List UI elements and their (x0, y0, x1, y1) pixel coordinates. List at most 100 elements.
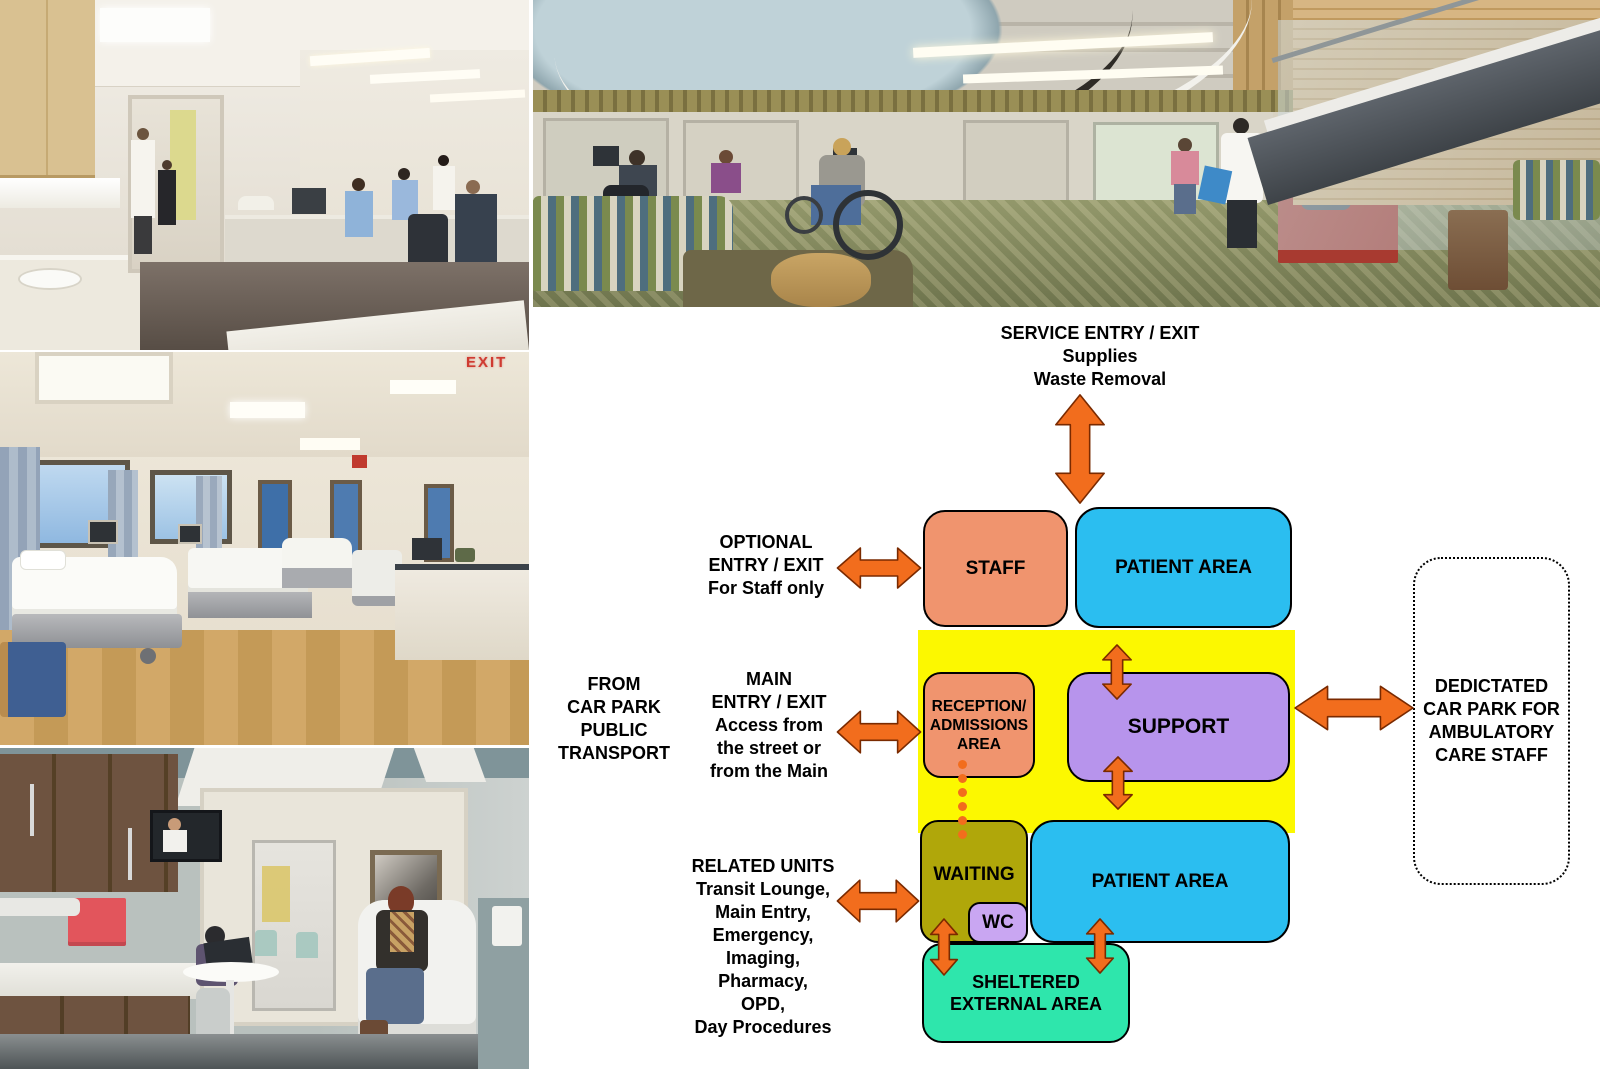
under-cabinet-light (0, 178, 120, 208)
countertop (0, 963, 200, 999)
checkin-cubicle (963, 120, 1069, 206)
text-line: Main Entry, (715, 902, 811, 922)
arrow-patient-support (1100, 644, 1134, 700)
plant (455, 548, 475, 562)
nurse-station (395, 564, 529, 660)
patient-head-hair (388, 886, 414, 914)
pedestal-table (183, 962, 279, 982)
text-line: SERVICE ENTRY / EXIT (1000, 323, 1200, 343)
patient-head (162, 160, 172, 170)
striped-bench (1513, 160, 1600, 220)
upper-wood-cabinets (0, 754, 178, 892)
slat-band (533, 90, 1293, 112)
photo-patient-bays: EXIT (0, 352, 529, 745)
child-pink-top (1171, 151, 1199, 185)
wheelchair-wheel (833, 190, 903, 260)
plaid-scarf (390, 912, 414, 952)
bed-frame (282, 568, 354, 588)
label-related-units: RELATED UNITS Transit Lounge, Main Entry… (643, 855, 883, 1039)
arrow-service-entry (1051, 393, 1109, 505)
box-label: SHELTERED (972, 972, 1080, 992)
chair-behind-glass (296, 932, 318, 958)
dotted-connector (958, 760, 967, 769)
text-line: OPD, (740, 994, 785, 1014)
shelf (0, 898, 80, 916)
monitor-arm (178, 524, 202, 544)
text-line: Emergency, (712, 925, 814, 945)
seated-patient (158, 170, 176, 225)
artwork-yellow (262, 866, 290, 922)
box-wc: WC (968, 902, 1028, 943)
box-label: WAITING (933, 863, 1015, 885)
white-coat (433, 166, 455, 210)
cabinet-handle (128, 828, 132, 880)
box-label: STAFF (965, 557, 1026, 579)
foreground-chair (1448, 210, 1508, 290)
photo-clinic-corridor (0, 0, 529, 350)
monitor (412, 538, 442, 560)
box-label: CARE STAFF (1435, 745, 1548, 765)
text-line: the street or (716, 738, 822, 758)
text-line: FROM (587, 674, 641, 694)
box-patient-area-bottom: PATIENT AREA (1030, 820, 1290, 943)
text-line: Access from (714, 715, 824, 735)
bed-caster (140, 648, 156, 664)
dotted-connector (958, 802, 967, 811)
text-line: RELATED UNITS (691, 856, 835, 876)
chair-behind-glass (255, 930, 277, 956)
exit-box (352, 455, 367, 468)
sink (18, 268, 82, 290)
text-line: MAIN (746, 669, 792, 689)
seated-man (455, 194, 497, 264)
wheelchair-user-head (833, 138, 851, 156)
desk-lamp (238, 196, 274, 210)
upper-cabinets (0, 0, 95, 179)
receptionist-body (711, 163, 741, 193)
box-label: RECEPTION/ (931, 697, 1027, 715)
text-line: Imaging, (725, 948, 800, 968)
nurse-scrubs (345, 191, 373, 237)
box-label: SUPPORT (1127, 715, 1230, 738)
text-line: from the Main (709, 761, 828, 781)
ceiling-light (390, 380, 456, 394)
exit-sign: EXIT (466, 354, 508, 371)
skylight (35, 352, 173, 404)
arrow-related-units (836, 876, 920, 926)
table-leg (226, 980, 234, 1040)
box-reception-admissions: RECEPTION/ ADMISSIONS AREA (923, 672, 1035, 778)
box-patient-area-top: PATIENT AREA (1075, 507, 1292, 628)
nurse-head (398, 168, 410, 180)
box-label: ADMISSIONS (929, 716, 1029, 734)
box-label: DEDICTATED (1434, 676, 1549, 696)
text-line: Waste Removal (1033, 369, 1167, 389)
nurse-head (352, 178, 365, 191)
arrow-waiting-sheltered (928, 918, 960, 976)
text-line: Pharmacy, (718, 971, 808, 991)
arrow-support-patient (1101, 756, 1135, 810)
doctor-head (137, 128, 149, 140)
label-optional-entry: OPTIONAL ENTRY / EXIT For Staff only (656, 531, 876, 600)
patient-head (466, 180, 480, 194)
arrow-support-carpark (1293, 682, 1415, 734)
text-line: Supplies (1062, 346, 1138, 366)
doctor-legs (134, 216, 152, 254)
hospital-bed (282, 538, 352, 572)
recliner (352, 550, 402, 606)
ceiling-light (300, 438, 360, 450)
cabinet-handle (30, 784, 34, 836)
ceiling-light (230, 402, 305, 418)
doctor-head (1233, 118, 1249, 134)
child-jeans (1174, 184, 1196, 214)
checkin-cubicle (683, 120, 799, 208)
label-service-entry: SERVICE ENTRY / EXIT Supplies Waste Remo… (940, 322, 1260, 391)
dotted-connector (958, 774, 967, 783)
monitor (292, 188, 326, 214)
nurse-scrubs (392, 180, 418, 220)
pillow (20, 550, 66, 570)
text-line: TRANSPORT (558, 743, 670, 763)
dotted-connector (958, 816, 967, 825)
arrow-patient-sheltered (1084, 918, 1116, 974)
floor (0, 1034, 529, 1069)
